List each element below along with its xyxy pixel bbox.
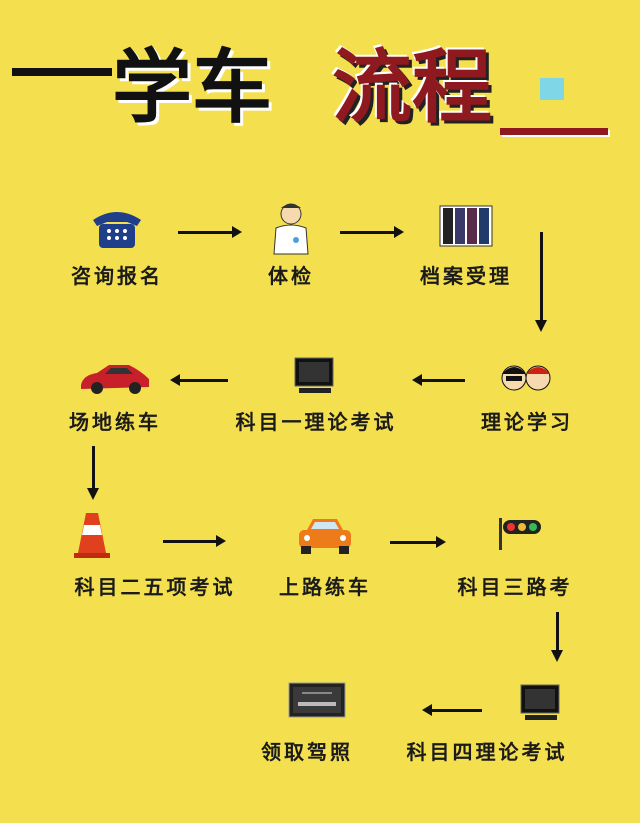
step-label: 咨询报名 xyxy=(71,264,163,288)
step-label: 科目三路考 xyxy=(457,575,573,599)
computer-icon xyxy=(294,357,334,393)
arrow-right xyxy=(340,226,404,238)
step-label: 理论学习 xyxy=(481,410,573,434)
doctor-icon xyxy=(273,203,309,255)
computer-icon xyxy=(520,684,560,720)
arrow-down xyxy=(535,232,547,332)
step-label: 科目四理论考试 xyxy=(406,740,568,764)
orange-car-icon xyxy=(299,519,351,554)
step-label: 科目一理论考试 xyxy=(235,410,397,434)
arrow-right xyxy=(163,535,226,547)
arrow-down xyxy=(551,612,563,662)
title-underline xyxy=(500,128,608,135)
red-car-icon xyxy=(81,365,149,394)
arrow-down xyxy=(87,446,99,500)
decor-square xyxy=(540,78,564,100)
step-label: 体检 xyxy=(268,264,314,288)
telephone-icon xyxy=(93,212,141,248)
students-icon xyxy=(501,365,551,391)
traffic-light-icon xyxy=(499,518,541,550)
step-label: 领取驾照 xyxy=(261,740,353,764)
arrow-left xyxy=(412,374,465,386)
arrow-right xyxy=(178,226,242,238)
traffic-cone-icon xyxy=(74,513,110,558)
step-label: 上路练车 xyxy=(279,575,371,599)
step-label: 科目二五项考试 xyxy=(74,575,236,599)
step-label: 档案受理 xyxy=(420,264,512,288)
title-line-left xyxy=(12,68,112,76)
arrow-right xyxy=(390,536,446,548)
license-icon xyxy=(288,682,346,718)
arrow-left xyxy=(170,374,228,386)
binders-icon xyxy=(439,205,493,247)
arrow-left xyxy=(422,704,482,716)
title-part1: 学车 xyxy=(112,41,272,134)
step-label: 场地练车 xyxy=(69,410,161,434)
title-part2: 流程 xyxy=(332,41,492,134)
